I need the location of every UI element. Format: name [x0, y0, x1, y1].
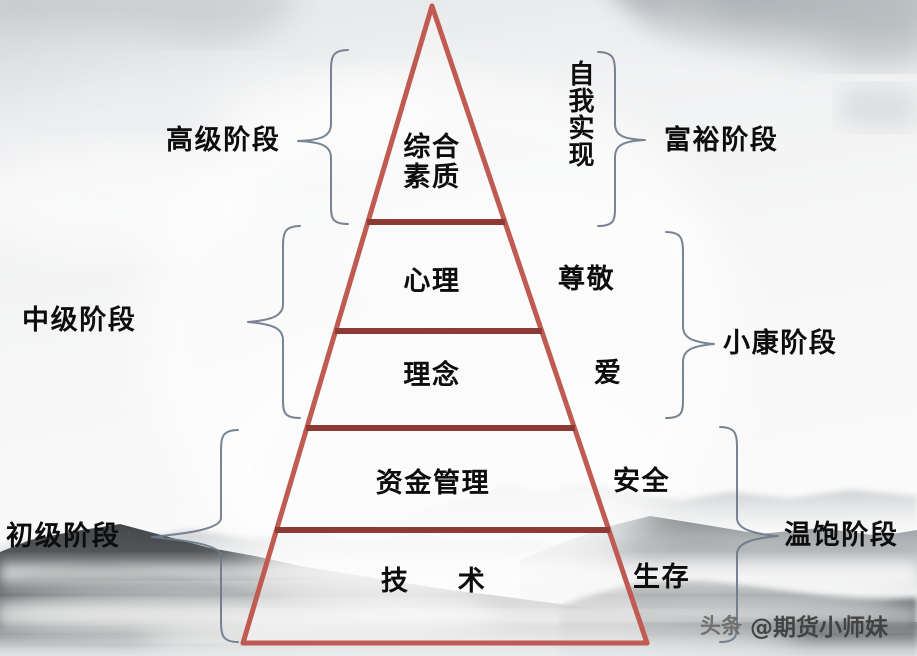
stage-label-moderately-prosperous: 小康阶段: [723, 328, 838, 359]
brace-right-moderately-prosperous: [665, 231, 715, 419]
pyramid-left-edge: [240, 3, 435, 646]
need-label-love: 爱: [594, 358, 623, 389]
need-label-safety: 安全: [613, 466, 671, 497]
pyramid-right-edge: [429, 3, 650, 646]
brace-right-subsistence: [719, 426, 779, 643]
watermark-badge: 头条: [700, 614, 742, 638]
tier-line-1: 综合: [403, 132, 461, 163]
pyramid-tier-comprehensive-quality: 综合 素质: [372, 132, 492, 194]
brace-left-intermediate: [247, 225, 301, 419]
tier-line-2: 素质: [403, 162, 461, 194]
stage-label-wealthy: 富裕阶段: [664, 125, 779, 156]
stage-label-intermediate: 中级阶段: [22, 305, 137, 336]
pyramid-tier-technique: 技 术: [380, 566, 506, 597]
need-label-respect: 尊敬: [558, 264, 616, 295]
stage-label-beginner: 初级阶段: [6, 521, 121, 552]
stage-label-advanced: 高级阶段: [166, 125, 281, 156]
pyramid-tier-philosophy: 理念: [403, 360, 461, 391]
need-label-survival: 生存: [633, 562, 691, 593]
brace-right-wealthy: [597, 51, 646, 227]
brace-left-beginner: [151, 429, 239, 643]
stage-label-subsistence: 温饱阶段: [784, 520, 899, 551]
brace-left-advanced: [297, 49, 349, 225]
pyramid-tier-psychology: 心理: [403, 266, 461, 297]
watermark-handle: @期货小师妹: [750, 615, 888, 641]
watermark: 头条 @期货小师妹: [700, 608, 888, 642]
need-label-self-actualization: 自我实现: [564, 60, 594, 169]
pyramid-tier-money-management: 资金管理: [375, 468, 491, 499]
